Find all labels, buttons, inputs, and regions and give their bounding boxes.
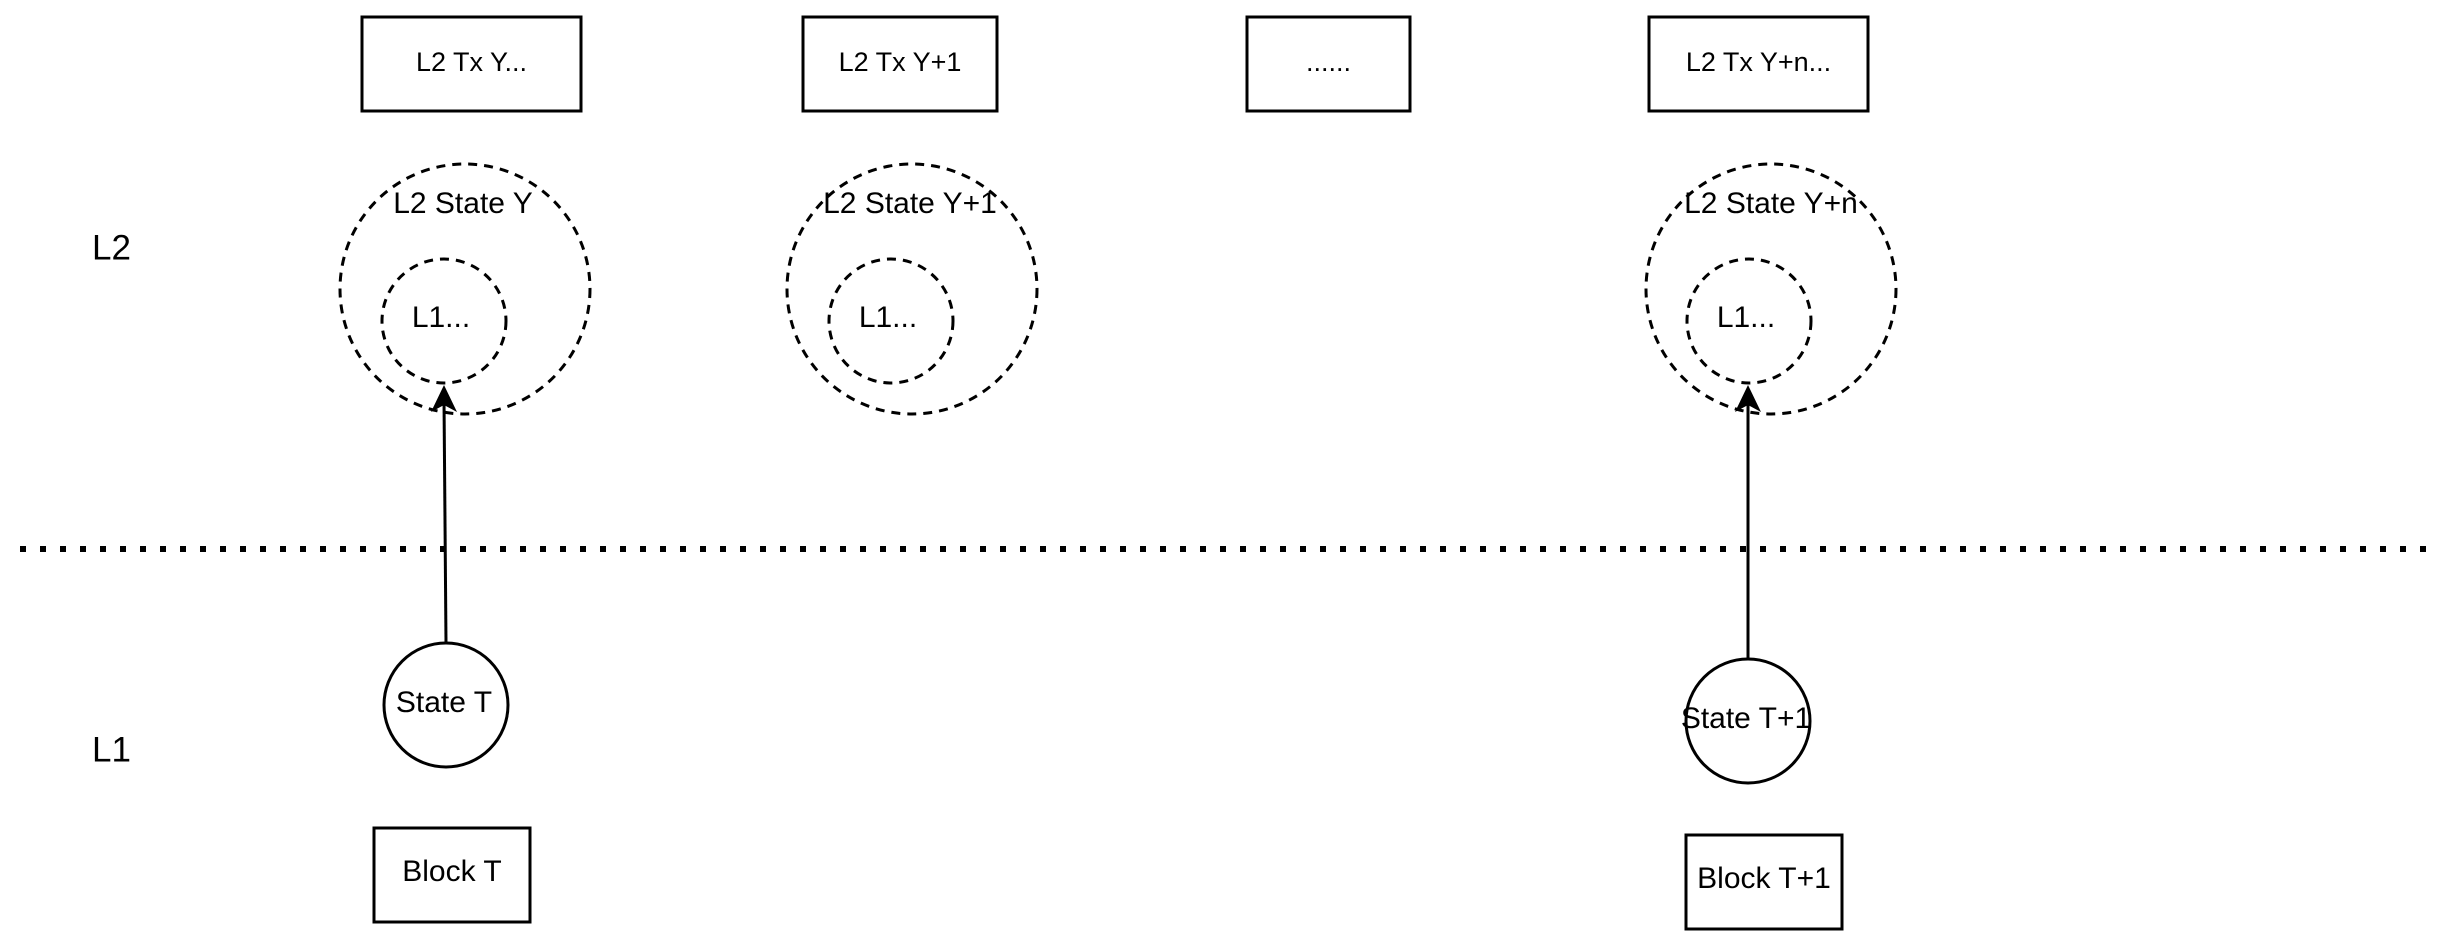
l2-state-label: L2 State Y+n	[1684, 187, 1858, 220]
l1-state-inner-label: L1...	[1717, 301, 1775, 334]
l2-state-label: L2 State Y	[393, 187, 533, 220]
l2-tx-label: L2 Tx Y+1	[839, 47, 962, 77]
l2-state-circle: L2 State Y+n L1...	[1644, 162, 1898, 416]
l1-block-label: Block T+1	[1697, 862, 1831, 895]
arrow-state-t-to-l2	[431, 385, 457, 644]
l2-tx-label: ......	[1306, 47, 1351, 77]
l2-tx-box: L2 Tx Y+n...	[1647, 15, 1870, 113]
l2-tx-box: ......	[1245, 15, 1412, 113]
l1-state-inner-label: L1...	[412, 301, 470, 334]
arrow-state-t1-to-l2	[1735, 385, 1761, 659]
l1-state-inner-circle	[827, 257, 955, 385]
l1-block-label: Block T	[402, 855, 501, 888]
l1-state-circle: State T	[382, 641, 510, 769]
l2-state-circle: L2 State Y+1 L1...	[785, 162, 1039, 416]
l1-block-box: Block T+1	[1684, 833, 1844, 931]
l2-tx-label: L2 Tx Y+n...	[1686, 47, 1831, 77]
l2-tx-label: L2 Tx Y...	[416, 47, 527, 77]
l1-state-circle: State T+1	[1681, 657, 1812, 785]
l1-state-inner-circle	[1685, 257, 1813, 385]
l1-block-box: Block T	[372, 826, 532, 924]
l1-state-inner-label: L1...	[859, 301, 917, 334]
layer-label-l1: L1	[92, 730, 131, 769]
l1-state-label: State T	[396, 686, 492, 719]
l1-state-label: State T+1	[1681, 702, 1811, 735]
l1-state-inner-circle	[380, 257, 508, 385]
l2-tx-box: L2 Tx Y+1	[801, 15, 999, 113]
l2-state-label: L2 State Y+1	[823, 187, 997, 220]
l2-tx-box: L2 Tx Y...	[360, 15, 583, 113]
l2-state-circle: L2 State Y L1...	[338, 162, 592, 416]
layer-label-l2: L2	[92, 228, 131, 267]
